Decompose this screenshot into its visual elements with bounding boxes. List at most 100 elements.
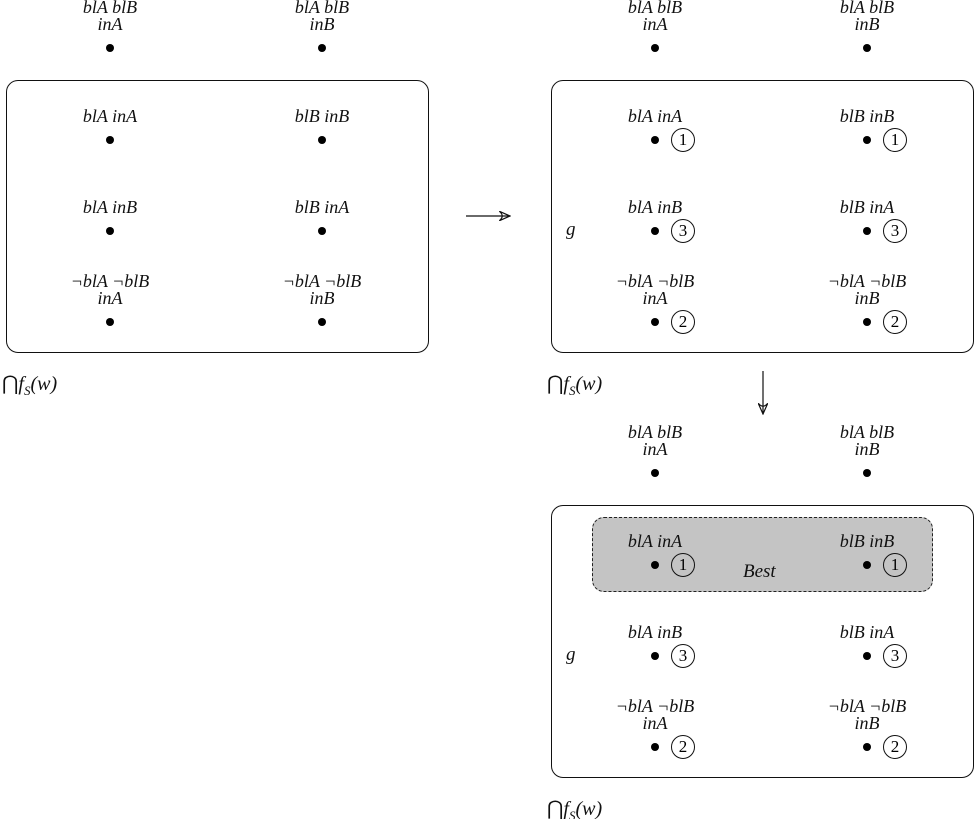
panel-ranked-outer-world-2-dot — [863, 44, 871, 52]
rank-circle: 3 — [883, 644, 907, 668]
world-label-line: inB — [309, 288, 335, 308]
world-label-line: inB — [854, 288, 880, 308]
panel-ranked-world-3-label: blA inB — [627, 197, 683, 217]
panel-best-outer-world-1-dot — [651, 469, 659, 477]
world-label-line: blA blB — [294, 0, 350, 17]
rank-circle: 2 — [883, 310, 907, 334]
caption-sub: S — [23, 383, 31, 398]
world-label-line: blA blB — [839, 0, 895, 17]
world-label-line: inA — [642, 439, 668, 459]
rank-circle: 1 — [671, 128, 695, 152]
panel-ranked-world-4-label: blB inA — [840, 198, 895, 216]
world-label-line: blB inB — [839, 531, 895, 551]
rank-circle: 3 — [883, 219, 907, 243]
rank-circle: 2 — [883, 735, 907, 759]
caption-func: f — [18, 373, 24, 395]
panel-best-world-4-dot — [863, 652, 871, 660]
panel-best-world-2-label: blB inB — [839, 531, 895, 551]
rank-circle: 1 — [671, 553, 695, 577]
panel-ranked-world-5-dot — [651, 318, 659, 326]
world-label-line: ¬blA ¬blB — [827, 271, 907, 291]
world-label-line: ¬blA ¬blB — [282, 271, 362, 291]
panel-initial-world-1-label: blA inA — [83, 107, 137, 125]
panel-ranked-box — [551, 80, 974, 353]
panel-initial-caption: ⋂fS(w) — [2, 371, 57, 399]
caption-arg: (w) — [30, 373, 58, 395]
panel-initial-world-4-dot — [318, 227, 326, 235]
best-region — [592, 517, 933, 592]
panel-best-box — [551, 505, 974, 778]
world-label-line: ¬blA ¬blB — [615, 696, 695, 716]
panel-ranked-caption: ⋂fS(w) — [547, 371, 602, 399]
world-label-line: blA inB — [627, 197, 683, 217]
world-label-line: inB — [854, 713, 880, 733]
panel-best-world-3-dot — [651, 652, 659, 660]
caption-func: f — [563, 373, 569, 395]
world-label-line: blB inB — [839, 106, 895, 126]
world-label-line: inB — [309, 14, 335, 34]
panel-best-world-4-label: blB inA — [839, 622, 895, 642]
panel-best-world-3-label: blA inB — [627, 622, 683, 642]
panel-best-world-1-dot — [651, 561, 659, 569]
world-label-line: ¬blA ¬blB — [615, 271, 695, 291]
panel-ranked-world-2-dot — [863, 136, 871, 144]
world-label-line: blB inB — [294, 106, 350, 126]
world-label-line: blA blB — [82, 0, 138, 17]
caption-func: f — [563, 798, 569, 819]
panel-initial-outer-world-1-dot — [106, 44, 114, 52]
panel-initial-world-2-dot — [318, 136, 326, 144]
rank-circle: 2 — [671, 735, 695, 759]
panel-ranked-world-1-label: blA inA — [627, 106, 683, 126]
world-label-line: blA blB — [839, 422, 895, 442]
world-label-line: blB inA — [294, 197, 350, 217]
rank-circle: 3 — [671, 644, 695, 668]
world-label-line: blA inA — [627, 531, 683, 551]
panel-ranked-world-1-dot — [651, 136, 659, 144]
panel-best-world-5-dot — [651, 743, 659, 751]
world-label-line: ¬blA ¬blB — [70, 271, 150, 291]
caption-arg: (w) — [575, 798, 603, 819]
panel-best-world-2-dot — [863, 561, 871, 569]
world-label-line: inA — [642, 288, 668, 308]
world-label-line: inB — [854, 439, 880, 459]
panel-initial-world-2-label: blB inB — [294, 106, 350, 126]
world-label-line: blB inA — [839, 622, 895, 642]
intersection-symbol: ⋂ — [547, 798, 564, 819]
world-label-line: blA inA — [627, 106, 683, 126]
caption-sub: S — [568, 808, 576, 819]
rank-circle: 3 — [671, 219, 695, 243]
panel-initial-world-3-label: blA inB — [82, 197, 138, 217]
world-label-line: blA inB — [627, 622, 683, 642]
panel-initial-world-1-dot — [106, 136, 114, 144]
ordering-label: g — [566, 644, 576, 665]
world-label-line: inA — [97, 14, 123, 34]
caption-sub: S — [568, 383, 576, 398]
intersection-symbol: ⋂ — [547, 373, 564, 395]
panel-ranked-world-4-dot — [863, 227, 871, 235]
panel-ranked-world-2-label: blB inB — [839, 106, 895, 126]
world-label-line: inA — [97, 288, 123, 308]
panel-initial-box — [6, 80, 429, 353]
caption-arg: (w) — [575, 373, 603, 395]
rank-circle: 1 — [883, 128, 907, 152]
rank-circle: 2 — [671, 310, 695, 334]
intersection-symbol: ⋂ — [2, 373, 19, 395]
panel-ranked-world-6-dot — [863, 318, 871, 326]
panel-initial-world-3-dot — [106, 227, 114, 235]
world-label-line: blA blB — [627, 0, 683, 17]
world-label-line: blA inB — [82, 197, 138, 217]
panel-best-world-1-label: blA inA — [627, 531, 683, 551]
panel-initial-outer-world-2-dot — [318, 44, 326, 52]
